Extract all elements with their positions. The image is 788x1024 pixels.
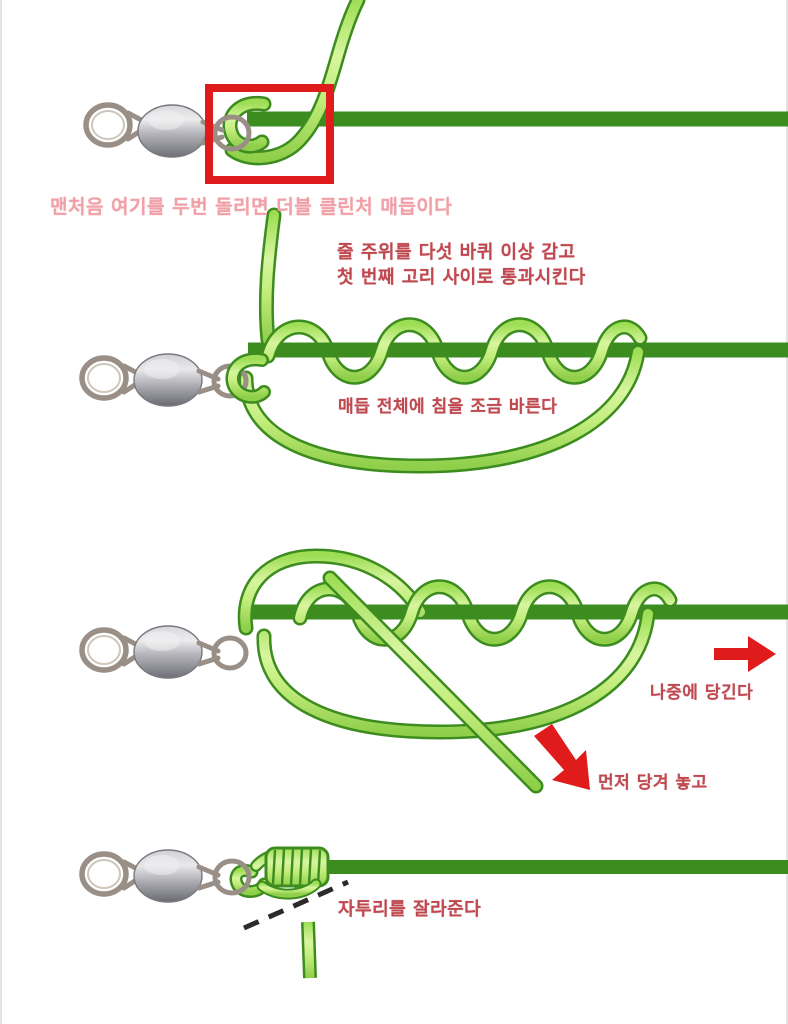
caption-saliva: 매듭 전체에 침을 조금 바른다 (338, 397, 558, 417)
tag-end-panel1 (224, 0, 366, 166)
trimmed-piece-panel4 (301, 921, 317, 979)
panel-3-illustration (79, 548, 788, 794)
cut-line-panel4 (242, 879, 350, 931)
barrel-swivel-panel2 (79, 353, 249, 407)
first-loop-arch-panel3 (237, 548, 428, 636)
left-edge-border (0, 0, 2, 1024)
panel-2-illustration (79, 207, 788, 474)
coil-wraps-panel3 (292, 579, 678, 647)
eye-loop-panel2 (225, 352, 271, 404)
highlight-box-panel1 (205, 84, 334, 184)
tag-end-panel2 (258, 207, 282, 348)
tag-end-diagonal-panel3 (322, 570, 544, 794)
pull-later-arrow (714, 636, 776, 672)
caption-pull-first: 먼저 당겨 놓고 (598, 773, 708, 793)
caption-trim: 자투리를 잘라준다 (338, 899, 482, 920)
caption-first-turn: 맨처음 여기를 두번 돌리면 더블 클린처 매듭이다 (50, 196, 453, 218)
right-edge-border (786, 0, 788, 1024)
first-loop-panel1 (222, 95, 272, 154)
pull-first-arrow (534, 724, 590, 790)
panel-4-illustration (79, 846, 788, 979)
lower-loop-panel3 (256, 606, 656, 740)
caption-pull-later: 나중에 당긴다 (650, 683, 754, 703)
barrel-swivel-panel1 (83, 102, 252, 158)
panel-1-illustration (83, 0, 788, 184)
barrel-swivel-panel4 (79, 849, 252, 903)
tightened-knot-panel4 (229, 846, 330, 900)
caption-wrap-instruction: 줄 주위를 다섯 바퀴 이상 감고 첫 번째 고리 사이로 통과시킨다 (337, 242, 586, 288)
coil-wraps-panel2 (260, 317, 648, 385)
lower-loop-panel2 (238, 344, 646, 474)
barrel-swivel-panel3 (79, 625, 249, 679)
